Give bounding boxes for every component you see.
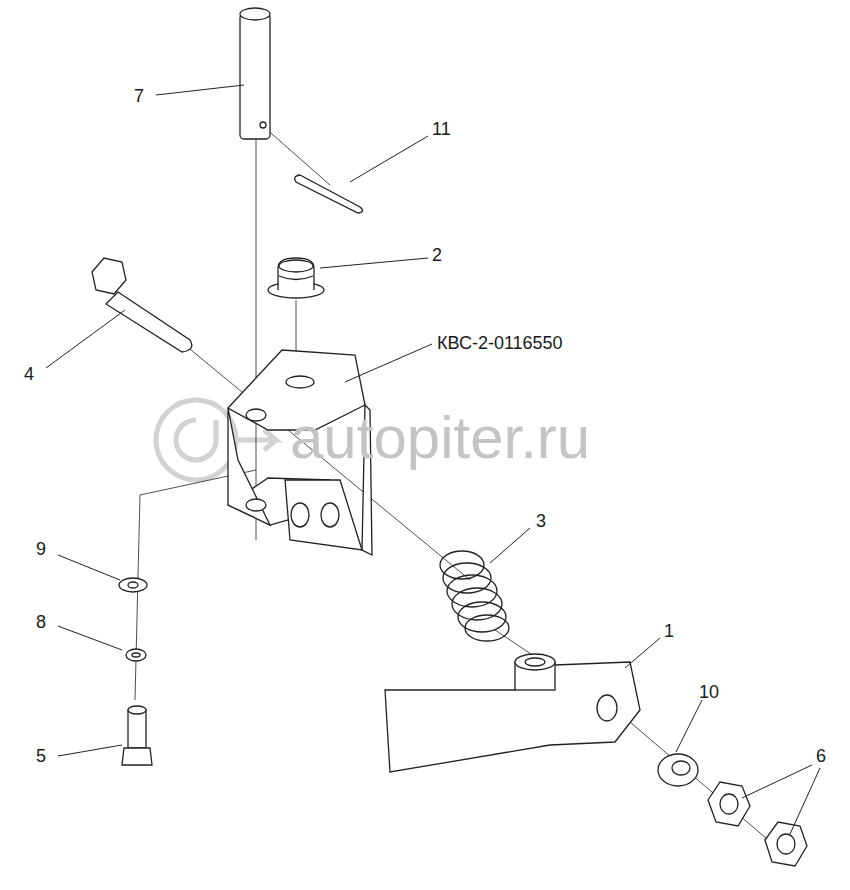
watermark-logo xyxy=(156,400,276,480)
part-number: КВС-2-0116550 xyxy=(437,334,563,352)
callout-number: 5 xyxy=(36,747,46,765)
callout-number: 4 xyxy=(24,365,34,383)
callout-number: 11 xyxy=(432,120,451,138)
callout-number: 7 xyxy=(134,87,144,105)
callout-number: 3 xyxy=(536,512,546,530)
parts xyxy=(92,8,807,866)
callout-number: 9 xyxy=(36,540,46,558)
leader-lines xyxy=(46,85,820,834)
watermark: autopiter.ru xyxy=(290,408,590,468)
callout-number: 2 xyxy=(432,246,442,264)
callout-number: 1 xyxy=(664,622,674,640)
callout-number: 6 xyxy=(816,747,826,765)
callout-number: 8 xyxy=(36,613,46,631)
callout-number: 10 xyxy=(699,683,719,701)
